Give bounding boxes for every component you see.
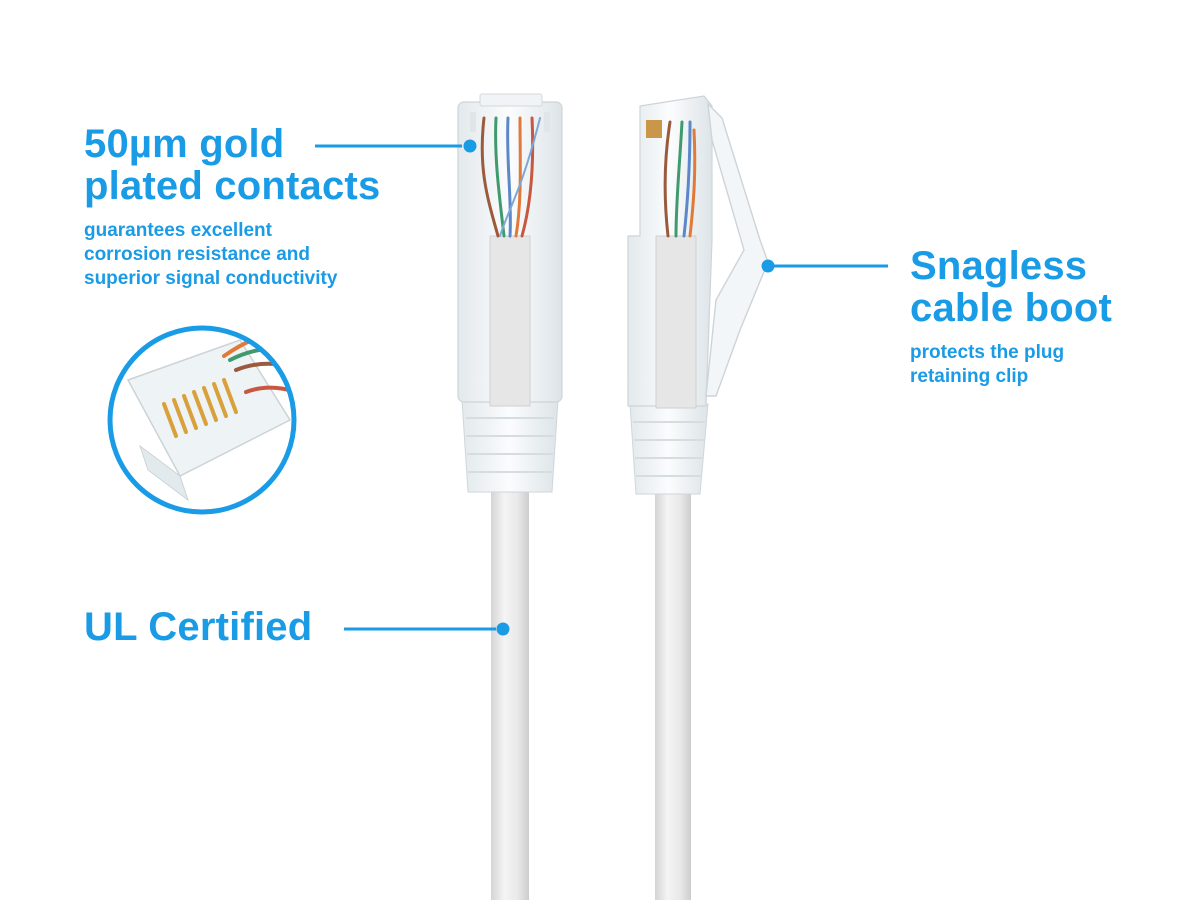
feature-title-line: cable boot [910,286,1113,330]
connector-closeup-icon [107,325,297,515]
left-connector [457,93,563,900]
callout-gold [315,139,477,153]
callout-dot-icon [463,139,477,153]
feature-description-line: superior signal conductivity [84,268,338,289]
feature-title-line: Snagless [910,244,1088,288]
feature-ul-certified: UL Certified [84,606,312,648]
feature-title-line: UL Certified [84,605,313,649]
callout-boot [761,259,888,273]
left-boot [461,399,559,493]
right-boot [629,403,709,495]
feature-gold-contacts: 50µm gold plated contacts guarantees exc… [84,123,380,291]
right-connector [627,95,769,900]
feature-description-line: retaining clip [910,366,1029,387]
feature-description: guarantees excellent corrosion resistanc… [84,219,380,291]
left-cable [491,490,529,900]
feature-title: Snagless cable boot [910,245,1112,329]
feature-description-line: corrosion resistance and [84,244,310,265]
callout-ul [344,622,510,636]
feature-description-line: guarantees excellent [84,220,272,241]
callout-dot-icon [496,622,510,636]
right-cable [655,490,691,900]
feature-title: 50µm gold plated contacts [84,123,380,207]
feature-title: UL Certified [84,606,312,648]
feature-title-line: 50µm gold [84,122,285,166]
feature-description-line: protects the plug [910,342,1065,363]
feature-description: protects the plug retaining clip [910,341,1112,389]
callout-dot-icon [761,259,775,273]
feature-title-line: plated contacts [84,164,381,208]
snagless-latch [705,102,769,397]
feature-snagless-boot: Snagless cable boot protects the plug re… [910,245,1112,389]
